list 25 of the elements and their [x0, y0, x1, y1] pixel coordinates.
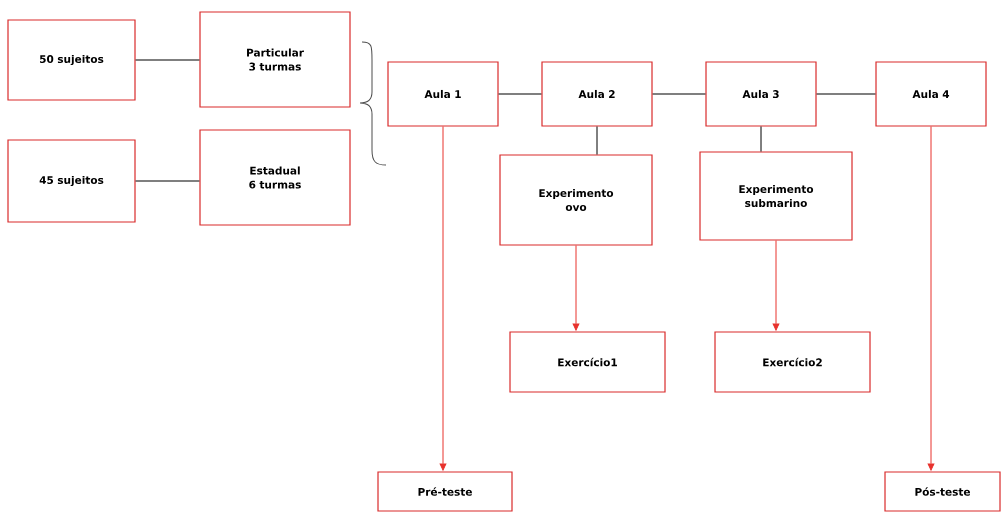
connector-line — [816, 93, 876, 95]
arrow — [927, 126, 935, 471]
connector-line — [760, 126, 762, 152]
connector-line — [135, 59, 200, 61]
connector-line — [596, 126, 598, 155]
process-box: 50 sujeitos — [7, 19, 136, 101]
process-box: Aula 2 — [541, 61, 653, 127]
process-box: Experimento ovo — [499, 154, 653, 246]
process-box: Exercício1 — [509, 331, 666, 393]
arrow — [772, 240, 780, 331]
process-box: Particular 3 turmas — [199, 11, 351, 108]
process-box: Aula 3 — [705, 61, 817, 127]
process-box: Pós-teste — [884, 471, 1001, 512]
process-box: Estadual 6 turmas — [199, 129, 351, 226]
arrow — [439, 126, 447, 471]
process-box: Experimento submarino — [699, 151, 853, 241]
connector-line — [135, 180, 200, 182]
process-box: Exercício2 — [714, 331, 871, 393]
process-box: Aula 1 — [387, 61, 499, 127]
connector-line — [498, 93, 542, 95]
process-box: 45 sujeitos — [7, 139, 136, 223]
process-box: Pré-teste — [377, 471, 513, 512]
connector-line — [652, 93, 706, 95]
process-box: Aula 4 — [875, 61, 987, 127]
arrow — [572, 245, 580, 331]
